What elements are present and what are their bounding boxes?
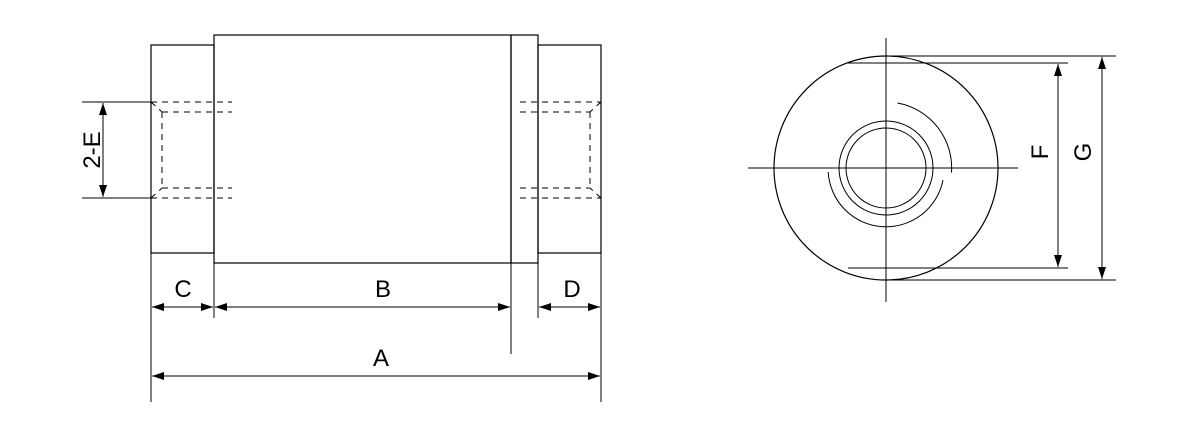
label-d: D — [563, 276, 580, 303]
label-c: C — [174, 276, 191, 303]
right-hidden-bore — [520, 101, 602, 199]
right-flange — [537, 44, 602, 254]
main-body — [213, 34, 512, 264]
left-hidden-bore — [150, 101, 232, 199]
bore-inner-circle — [845, 127, 927, 209]
dimension-a: A — [152, 345, 600, 380]
thread-arc-upper — [897, 102, 953, 173]
side-view: 2-E C B D A — [79, 34, 602, 402]
right-collar — [510, 34, 539, 264]
dimension-b: B — [215, 276, 510, 311]
label-a: A — [373, 345, 389, 372]
bore-outer-circle — [838, 120, 934, 216]
left-flange — [150, 44, 215, 254]
dimension-d: D — [539, 276, 600, 311]
label-f: F — [1027, 145, 1054, 160]
end-view: F G — [748, 38, 1116, 302]
label-b: B — [375, 276, 391, 303]
label-g: G — [1070, 143, 1097, 162]
dimension-c: C — [152, 276, 213, 311]
dimension-f: F — [1027, 64, 1062, 267]
dimension-e: 2-E — [79, 101, 151, 199]
dimension-g: G — [1070, 57, 1106, 279]
thread-arc-lower — [827, 171, 944, 228]
label-2-e: 2-E — [79, 131, 106, 168]
